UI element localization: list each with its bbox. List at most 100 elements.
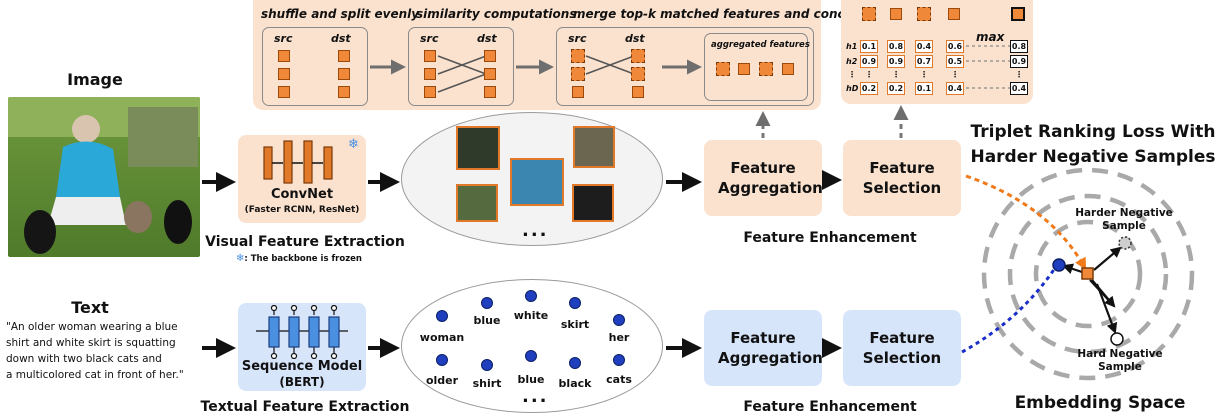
word-label: black bbox=[558, 377, 592, 390]
word-label: her bbox=[608, 331, 630, 344]
token bbox=[484, 86, 496, 98]
sequence-model-box: Sequence Model (BERT) bbox=[238, 303, 366, 391]
merged-token bbox=[759, 62, 773, 76]
sequence-model-icon bbox=[256, 305, 348, 359]
dst-label: dst bbox=[477, 32, 497, 45]
region-photo bbox=[456, 126, 500, 170]
word-label: cats bbox=[606, 373, 632, 386]
region-photo bbox=[456, 184, 498, 222]
token bbox=[424, 68, 436, 80]
word-dot bbox=[525, 350, 537, 362]
textual-ellipsis: ... bbox=[522, 386, 549, 407]
word-label: white bbox=[513, 309, 549, 322]
sequence-model-subtitle: (BERT) bbox=[279, 375, 325, 389]
word-label: skirt bbox=[560, 318, 590, 331]
token bbox=[424, 50, 436, 62]
max-dashes bbox=[966, 45, 1010, 89]
word-label: blue bbox=[473, 314, 501, 327]
loss-title: Triplet Ranking Loss With Harder Negativ… bbox=[958, 120, 1228, 170]
text-label: Text bbox=[71, 298, 109, 317]
word-dot bbox=[436, 310, 448, 322]
token bbox=[738, 63, 750, 75]
hard-line: Sample bbox=[1098, 361, 1142, 373]
hard-line: Hard Negative bbox=[1077, 348, 1163, 360]
matrix-cell: ⋮ bbox=[892, 70, 900, 79]
selection-label: Feature Selection bbox=[862, 159, 942, 197]
visual-aggregation-box: Feature Aggregation bbox=[704, 140, 823, 216]
visual-extraction-caption: Visual Feature Extraction bbox=[205, 234, 405, 250]
caption-line: a multicolored cat in front of her." bbox=[6, 369, 184, 381]
word-dot bbox=[481, 359, 493, 371]
word-dot bbox=[481, 297, 493, 309]
matrix-cell: 0.5 bbox=[946, 55, 964, 68]
caption-line: down with two black cats and bbox=[6, 353, 162, 365]
hard-negative-label: Hard Negative Sample bbox=[1060, 348, 1180, 374]
snowflake-icon: ❄ bbox=[236, 253, 245, 264]
aggregated-label: aggregated features bbox=[711, 40, 810, 50]
word-dot bbox=[525, 290, 537, 302]
token bbox=[572, 86, 584, 98]
token bbox=[632, 86, 644, 98]
row-label: hD bbox=[846, 84, 859, 93]
feature-token bbox=[862, 7, 876, 21]
matrix-cell: ⋮ bbox=[865, 70, 873, 79]
matrix-cell: 0.9 bbox=[860, 55, 878, 68]
feature-token bbox=[890, 8, 902, 20]
visual-enhancement-caption: Feature Enhancement bbox=[743, 230, 917, 246]
word-dot bbox=[613, 314, 625, 326]
src-label: src bbox=[420, 32, 439, 45]
matrix-cell: 0.2 bbox=[887, 82, 905, 95]
word-dot bbox=[569, 297, 581, 309]
matrix-cell: 0.4 bbox=[915, 40, 933, 53]
row-label: h1 bbox=[846, 42, 858, 51]
textual-selection-box: Feature Selection bbox=[843, 310, 961, 386]
max-cell: 0.8 bbox=[1010, 40, 1028, 53]
frozen-note-text: : The backbone is frozen bbox=[244, 254, 362, 264]
token bbox=[424, 86, 436, 98]
token bbox=[484, 50, 496, 62]
harder-line: Harder Negative bbox=[1075, 207, 1173, 219]
caption-line: "An older woman wearing a blue bbox=[6, 321, 178, 333]
dst-label: dst bbox=[331, 32, 351, 45]
src-label: src bbox=[274, 32, 293, 45]
merge-links bbox=[585, 55, 635, 75]
convnet-box: ❄ ConvNet (Faster RCNN, ResNet) bbox=[238, 135, 366, 223]
region-photo bbox=[573, 126, 615, 168]
dst-label: dst bbox=[625, 32, 645, 45]
matrix-cell: 0.1 bbox=[915, 82, 933, 95]
harder-negative-label: Harder Negative Sample bbox=[1064, 207, 1184, 233]
matrix-cell: 0.9 bbox=[887, 55, 905, 68]
loss-title-line: Triplet Ranking Loss With bbox=[970, 122, 1216, 142]
max-cell: 0.9 bbox=[1010, 55, 1028, 68]
convnet-icon bbox=[263, 140, 333, 184]
sequence-model-title: Sequence Model bbox=[241, 359, 363, 374]
word-dot bbox=[436, 354, 448, 366]
harder-line: Sample bbox=[1102, 220, 1146, 232]
matrix-cell: 0.4 bbox=[946, 82, 964, 95]
token bbox=[278, 50, 290, 62]
merged-token bbox=[716, 62, 730, 76]
selected-token bbox=[1011, 7, 1025, 21]
token bbox=[338, 86, 350, 98]
selection-label: Feature Selection bbox=[862, 329, 942, 367]
region-photo bbox=[572, 184, 614, 222]
aggregation-label: Feature Aggregation bbox=[718, 159, 823, 197]
frozen-note: ❄: The backbone is frozen bbox=[236, 253, 362, 264]
loss-title-line: Harder Negative Samples bbox=[970, 147, 1216, 167]
visual-ellipsis: ... bbox=[522, 220, 549, 241]
visual-selection-box: Feature Selection bbox=[843, 140, 961, 216]
step-similarity: similarity computations bbox=[416, 7, 577, 21]
aggregation-label: Feature Aggregation bbox=[718, 329, 823, 367]
caption-line: shirt and white skirt is squatting bbox=[6, 337, 176, 349]
step-shuffle: shuffle and split evenly bbox=[261, 7, 420, 21]
matrix-cell: 0.7 bbox=[915, 55, 933, 68]
token bbox=[338, 50, 350, 62]
region-photo bbox=[510, 158, 564, 206]
merged-token bbox=[631, 49, 645, 63]
max-cell: ⋮ bbox=[1015, 70, 1023, 79]
matrix-cell: ⋮ bbox=[920, 70, 928, 79]
text-caption: "An older woman wearing a blue shirt and… bbox=[6, 319, 206, 383]
matrix-cell: 0.2 bbox=[860, 82, 878, 95]
word-label: older bbox=[425, 374, 459, 387]
matrix-cell: ⋮ bbox=[951, 70, 959, 79]
